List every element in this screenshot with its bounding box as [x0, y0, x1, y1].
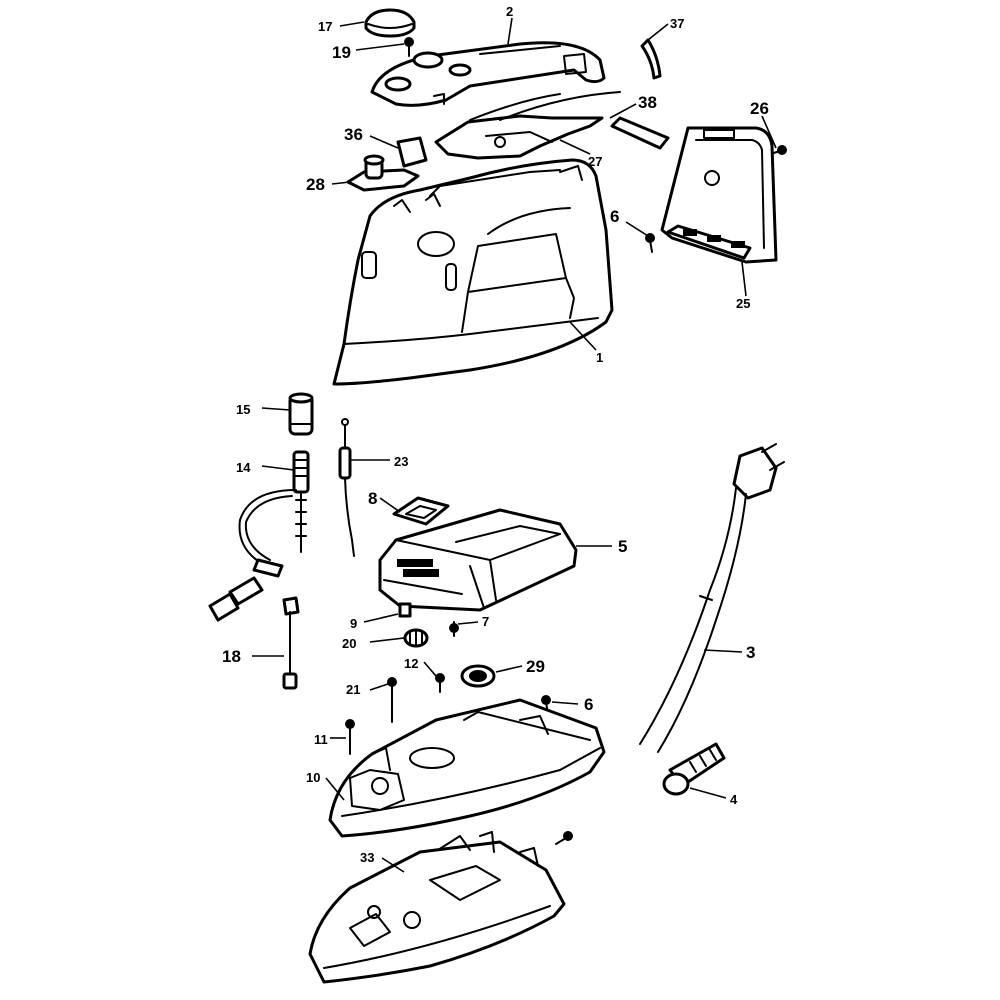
part-gasket-8 [392, 496, 450, 526]
callout-37: 37 [670, 16, 684, 31]
callout-4: 4 [730, 792, 738, 807]
callout-1: 1 [596, 350, 603, 365]
callout-6-lower: 6 [584, 695, 593, 714]
part-screw-6-upper [645, 233, 655, 253]
callout-23: 23 [394, 454, 408, 469]
callout-9: 9 [350, 616, 357, 631]
part-knob-cap [364, 8, 416, 38]
callout-17: 17 [318, 19, 332, 34]
part-rod-18 [282, 596, 300, 690]
callout-7: 7 [482, 614, 489, 629]
part-cap-15 [288, 392, 314, 436]
callout-26: 26 [750, 99, 769, 118]
leader-lines [252, 17, 777, 873]
callout-14: 14 [236, 460, 251, 475]
callout-12: 12 [404, 656, 418, 671]
callout-29: 29 [526, 657, 545, 676]
callout-5: 5 [618, 537, 627, 556]
callout-19: 19 [332, 43, 351, 62]
callout-6-upper: 6 [610, 207, 619, 226]
part-screw-19 [404, 37, 414, 57]
part-screw-7 [449, 621, 459, 637]
callout-38: 38 [638, 93, 657, 112]
part-pump-14 [208, 450, 310, 622]
part-clip-37 [640, 38, 662, 80]
part-screw-11 [345, 719, 355, 755]
callout-18: 18 [222, 647, 241, 666]
part-housing [332, 158, 614, 386]
callout-33: 33 [360, 850, 374, 865]
part-screw-12 [435, 673, 445, 693]
callout-10: 10 [306, 770, 320, 785]
part-power-cord [639, 443, 785, 753]
part-slider-38 [610, 116, 670, 150]
callout-11: 11 [314, 732, 328, 747]
part-pad-36 [396, 136, 428, 168]
callout-8: 8 [368, 489, 377, 508]
part-water-tank [378, 508, 578, 618]
part-base-10 [328, 698, 606, 838]
callout-21: 21 [346, 682, 360, 697]
part-strain-relief [662, 742, 726, 796]
callout-15: 15 [236, 402, 250, 417]
part-screw-soleplate [555, 831, 573, 845]
callout-28: 28 [306, 175, 325, 194]
callout-20: 20 [342, 636, 356, 651]
part-nut-20 [403, 628, 429, 648]
part-screw-6-lower [541, 695, 551, 715]
part-soleplate-33 [308, 831, 566, 984]
callout-2: 2 [506, 4, 513, 19]
part-control-assembly [434, 91, 621, 160]
part-needle-23 [338, 418, 355, 557]
part-screw-21 [387, 677, 397, 723]
callout-labels: 17 19 2 37 38 26 36 27 28 6 25 1 15 14 2… [222, 4, 769, 865]
part-heel-rest [660, 126, 778, 264]
part-handle-cover [370, 41, 606, 107]
part-nozzle-28 [346, 154, 420, 192]
callout-3: 3 [746, 643, 755, 662]
part-ring-29 [460, 664, 496, 688]
callout-36: 36 [344, 125, 363, 144]
callout-27: 27 [588, 154, 602, 169]
callout-25: 25 [736, 296, 750, 311]
